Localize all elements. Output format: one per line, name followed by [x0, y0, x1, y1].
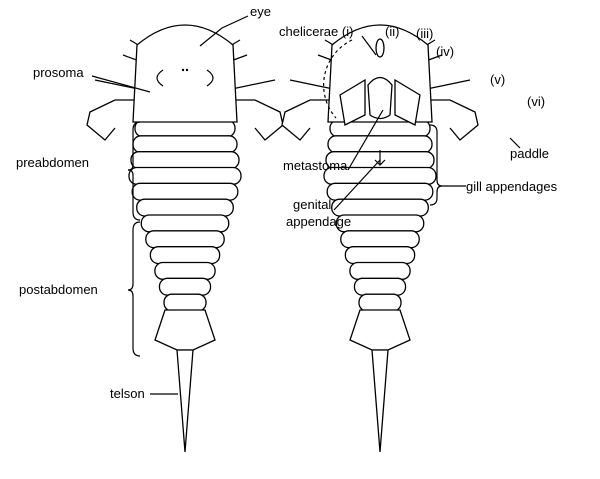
pretelson: [154, 309, 216, 351]
body-segment: [353, 277, 407, 296]
label-paddle: paddle: [510, 146, 549, 161]
walking-leg-paddle: [420, 99, 479, 141]
body-segment: [132, 135, 238, 154]
label-eye: eye: [250, 4, 271, 19]
body-segment: [128, 166, 242, 185]
labels: eye prosoma preabdomen postabdomen telso…: [16, 4, 558, 401]
body-segment: [154, 261, 216, 280]
prosoma-carapace: [132, 24, 238, 123]
label-vi: (vi): [527, 94, 545, 109]
body-segment: [340, 230, 420, 249]
walking-leg-paddle: [86, 99, 145, 141]
label-genital: genital: [293, 197, 331, 212]
label-telson: telson: [110, 386, 145, 401]
label-chelicerae: chelicerae (i): [279, 24, 353, 39]
body-segment: [131, 182, 239, 201]
chelicerae-leader: [361, 35, 377, 56]
body-segment: [136, 198, 234, 217]
label-v: (v): [490, 72, 505, 87]
label-iii: (iii): [416, 26, 433, 41]
ventral-view: [281, 24, 479, 453]
compound-eye-right: [206, 69, 214, 87]
paddle-leader: [509, 137, 521, 149]
metastoma-leader: [347, 109, 384, 171]
body-segment: [140, 214, 230, 233]
body-segment: [130, 151, 240, 170]
preabdomen-brace: [127, 121, 141, 221]
body-segment: [349, 261, 411, 280]
label-preabdomen: preabdomen: [16, 155, 89, 170]
body-segment: [158, 277, 212, 296]
label-appendage: appendage: [286, 214, 351, 229]
label-ii: (ii): [385, 24, 399, 39]
eye-leader: [199, 15, 249, 47]
postabdomen-brace: [127, 221, 141, 357]
genital-appendage: [374, 150, 386, 166]
telson-spine: [371, 349, 389, 453]
label-iv: (iv): [436, 44, 454, 59]
label-postabdomen: postabdomen: [19, 282, 98, 297]
label-gill-appendages: gill appendages: [466, 179, 558, 194]
prosoma-leader: [91, 75, 151, 93]
ocellus: [181, 68, 185, 72]
leader-lines: [91, 15, 521, 395]
label-prosoma: prosoma: [33, 65, 84, 80]
chelicerae: [375, 38, 385, 58]
dorsal-view: [86, 24, 284, 453]
appendage-outline-dashed: [323, 39, 353, 119]
walking-leg-paddle: [281, 99, 340, 141]
metastoma-plate: [367, 76, 393, 120]
body-segment: [358, 293, 402, 312]
compound-eye-left: [156, 69, 164, 87]
pretelson: [349, 309, 411, 351]
body-segment: [163, 293, 207, 312]
coxae: [339, 78, 421, 126]
body-segment: [326, 182, 434, 201]
body-segment: [149, 246, 221, 265]
body-segment: [145, 230, 225, 249]
body-segment: [344, 246, 416, 265]
genital-leader: [333, 159, 381, 211]
telson-spine: [176, 349, 194, 453]
label-metastoma: metastoma: [283, 158, 348, 173]
ocellus: [185, 68, 189, 72]
walking-leg-paddle: [225, 99, 284, 141]
